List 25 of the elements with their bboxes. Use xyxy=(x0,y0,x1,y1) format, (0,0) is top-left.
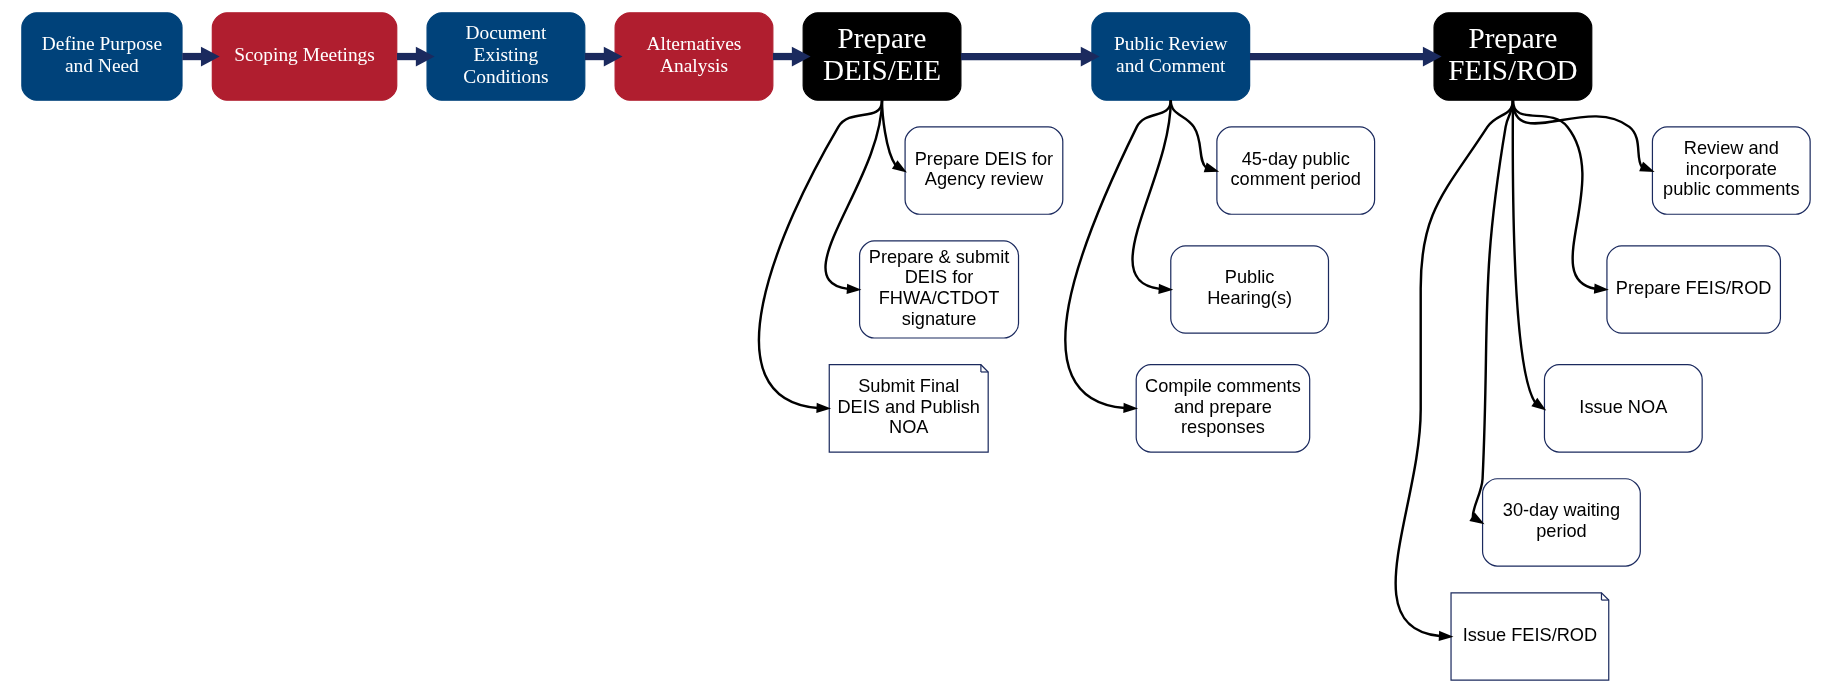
node-box: Issue NOA xyxy=(1543,364,1703,453)
arrow xyxy=(1063,100,1172,414)
node-box: Alternatives Analysis xyxy=(614,12,773,101)
arrow xyxy=(396,46,435,67)
arrow xyxy=(584,46,623,67)
node-box: Compile comments and prepare responses xyxy=(1135,364,1310,453)
node-box: Prepare DEIS for Agency review xyxy=(903,126,1063,215)
arrow xyxy=(1394,100,1514,642)
node-box: Document Existing Conditions xyxy=(425,12,585,101)
node-box: Review and incorporate public comments xyxy=(1651,126,1811,215)
node-box: 30-day waiting period xyxy=(1481,478,1641,567)
arrow xyxy=(181,46,220,67)
node-box: Prepare & submit DEIS for FHWA/CTDOT signature xyxy=(858,240,1019,339)
node-box: Prepare FEIS/ROD xyxy=(1432,12,1592,101)
node-box: 45-day public comment period xyxy=(1215,126,1375,215)
arrow xyxy=(757,100,883,414)
node-box: Define Purpose and Need xyxy=(20,12,183,101)
node-box: Prepare FEIS/ROD xyxy=(1605,245,1781,334)
arrow xyxy=(1249,46,1442,67)
node-box: Scoping Meetings xyxy=(211,12,397,101)
node-box: Public Hearing(s) xyxy=(1169,245,1329,334)
arrow xyxy=(772,46,811,67)
node-box: Public Review and Comment xyxy=(1090,12,1250,101)
arrow xyxy=(960,46,1100,67)
node-box: Prepare DEIS/EIE xyxy=(802,12,961,101)
